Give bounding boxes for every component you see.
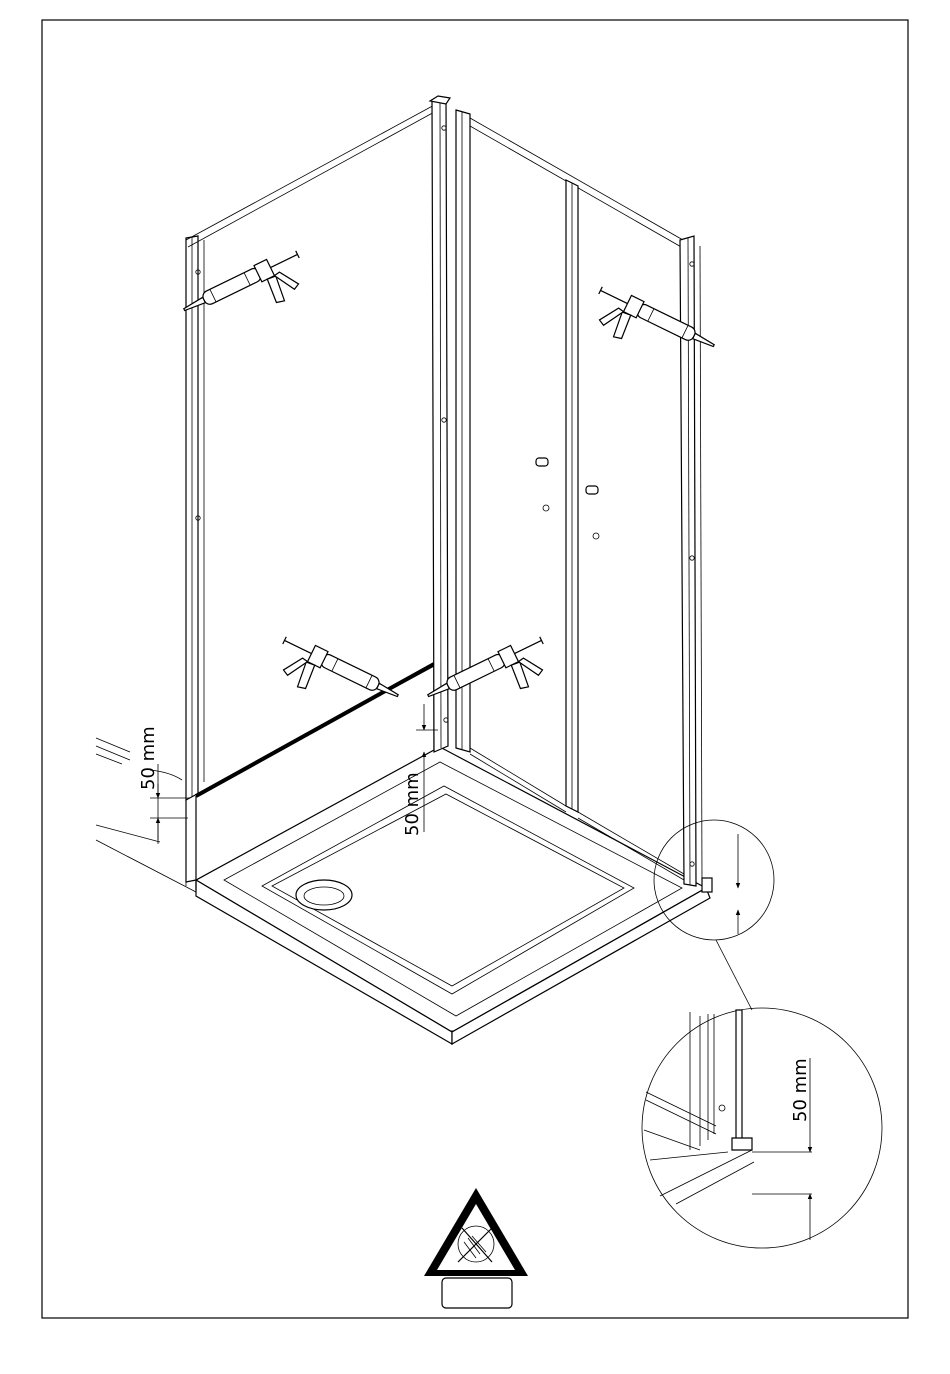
right-panel [470, 118, 712, 892]
dim-left-label: 50 mm [138, 726, 159, 790]
no-shower-warning-icon [424, 1188, 528, 1308]
dim-detail-label: 50 mm [790, 1058, 811, 1122]
corner-profile [430, 96, 470, 752]
detail-callout-large: 50 mm [642, 1008, 882, 1248]
caulking-gun-icon [585, 282, 718, 378]
dim-center-label: 50 mm [402, 772, 423, 836]
dimension-left: 50 mm [138, 726, 190, 844]
caulking-gun-icon [180, 246, 313, 342]
